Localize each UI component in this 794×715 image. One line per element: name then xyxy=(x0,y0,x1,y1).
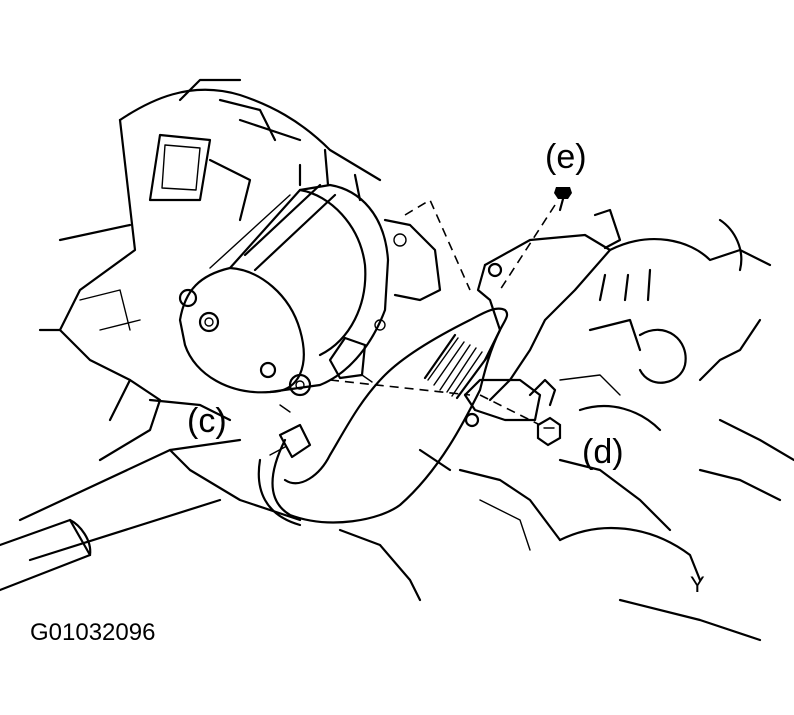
callout-c-label: (c) xyxy=(187,402,227,440)
engine-right-background xyxy=(558,218,794,642)
starter-motor xyxy=(178,148,390,413)
corner-mark: Y xyxy=(690,572,705,597)
starter-mounting-flange xyxy=(374,218,442,331)
starter-bracket xyxy=(463,208,652,428)
nut-d-icon xyxy=(536,416,562,447)
callout-d-label: (d) xyxy=(582,433,624,471)
callout-e-label: (e) xyxy=(545,138,587,176)
bolt-e-icon xyxy=(554,187,572,212)
lower-left-pipe xyxy=(0,518,92,592)
figure-id: G01032096 xyxy=(30,619,155,646)
engine-block-background xyxy=(18,78,382,562)
engine-lower-background xyxy=(338,448,562,602)
fasteners xyxy=(536,187,572,447)
wire-harness xyxy=(257,307,509,527)
dashed-guide-lines xyxy=(329,198,556,426)
